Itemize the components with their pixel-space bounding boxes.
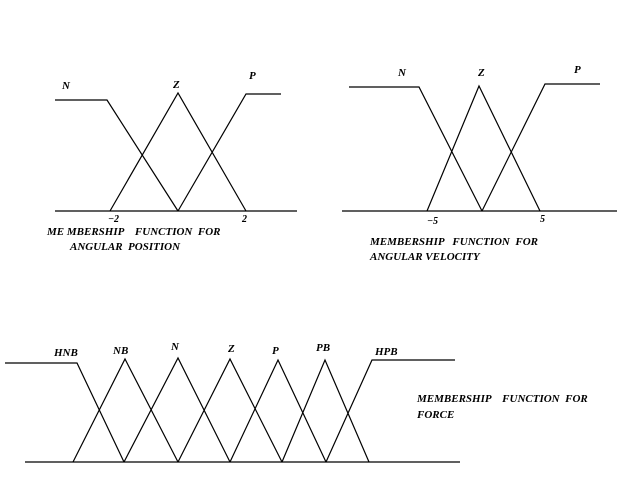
angular-position-set-n-curve bbox=[55, 99, 179, 212]
angular-velocity-tick-label: 5 bbox=[540, 214, 545, 225]
angular-position-tick-label: −2 bbox=[108, 214, 119, 225]
force-set-p-curve bbox=[229, 358, 327, 463]
force-set-n-curve bbox=[123, 356, 231, 463]
angular-velocity-caption-line: ANGULAR VELOCITY bbox=[369, 251, 481, 263]
angular-velocity-set-label: P bbox=[574, 64, 581, 76]
force-set-label: Z bbox=[227, 343, 235, 355]
angular-velocity-set-p-curve bbox=[481, 83, 600, 212]
angular-position-set-label: N bbox=[61, 80, 71, 92]
angular-position-caption-line: ME MBERSHIP FUNCTION FOR bbox=[46, 226, 221, 238]
force-set-label: PB bbox=[316, 342, 330, 354]
force-set-label: HPB bbox=[374, 346, 398, 358]
angular-position-tick-label: 2 bbox=[241, 214, 247, 225]
angular-velocity-set-label: Z bbox=[477, 67, 485, 79]
angular-position-set-label: P bbox=[249, 70, 256, 82]
force-set-nb-curve bbox=[72, 357, 179, 463]
angular-position-set-p-curve bbox=[177, 93, 281, 212]
angular-position-caption-line: ANGULAR POSITION bbox=[69, 241, 181, 253]
angular-velocity-set-n-curve bbox=[349, 86, 483, 212]
force-set-label: N bbox=[170, 341, 180, 353]
angular-velocity-set-label: N bbox=[397, 67, 407, 79]
angular-velocity-tick-label: −5 bbox=[427, 216, 438, 227]
angular-velocity-set-z-curve bbox=[426, 84, 541, 212]
force-caption-line: MEMBERSHIP FUNCTION FOR bbox=[416, 393, 588, 405]
force-set-pb-curve bbox=[281, 358, 370, 463]
angular-position-set-z-curve bbox=[109, 91, 247, 212]
force-set-label: P bbox=[272, 345, 279, 357]
force-set-hnb-curve bbox=[5, 362, 125, 463]
force-set-hpb-curve bbox=[325, 359, 455, 463]
angular-position-diagram: N Z P −2 2 ME MBERSHIP FUNCTION FOR ANGU… bbox=[46, 70, 297, 253]
force-set-label: NB bbox=[112, 345, 128, 357]
force-diagram: HNB NB N Z P PB HPB MEMBERSHIP FUNCTION … bbox=[5, 341, 588, 463]
angular-velocity-caption-line: MEMBERSHIP FUNCTION FOR bbox=[369, 236, 538, 248]
force-caption-line: FORCE bbox=[416, 409, 454, 421]
force-set-label: HNB bbox=[53, 347, 78, 359]
angular-velocity-diagram: N Z P −5 5 MEMBERSHIP FUNCTION FOR ANGUL… bbox=[342, 64, 617, 263]
angular-position-set-label: Z bbox=[172, 79, 180, 91]
force-set-z-curve bbox=[177, 357, 283, 463]
